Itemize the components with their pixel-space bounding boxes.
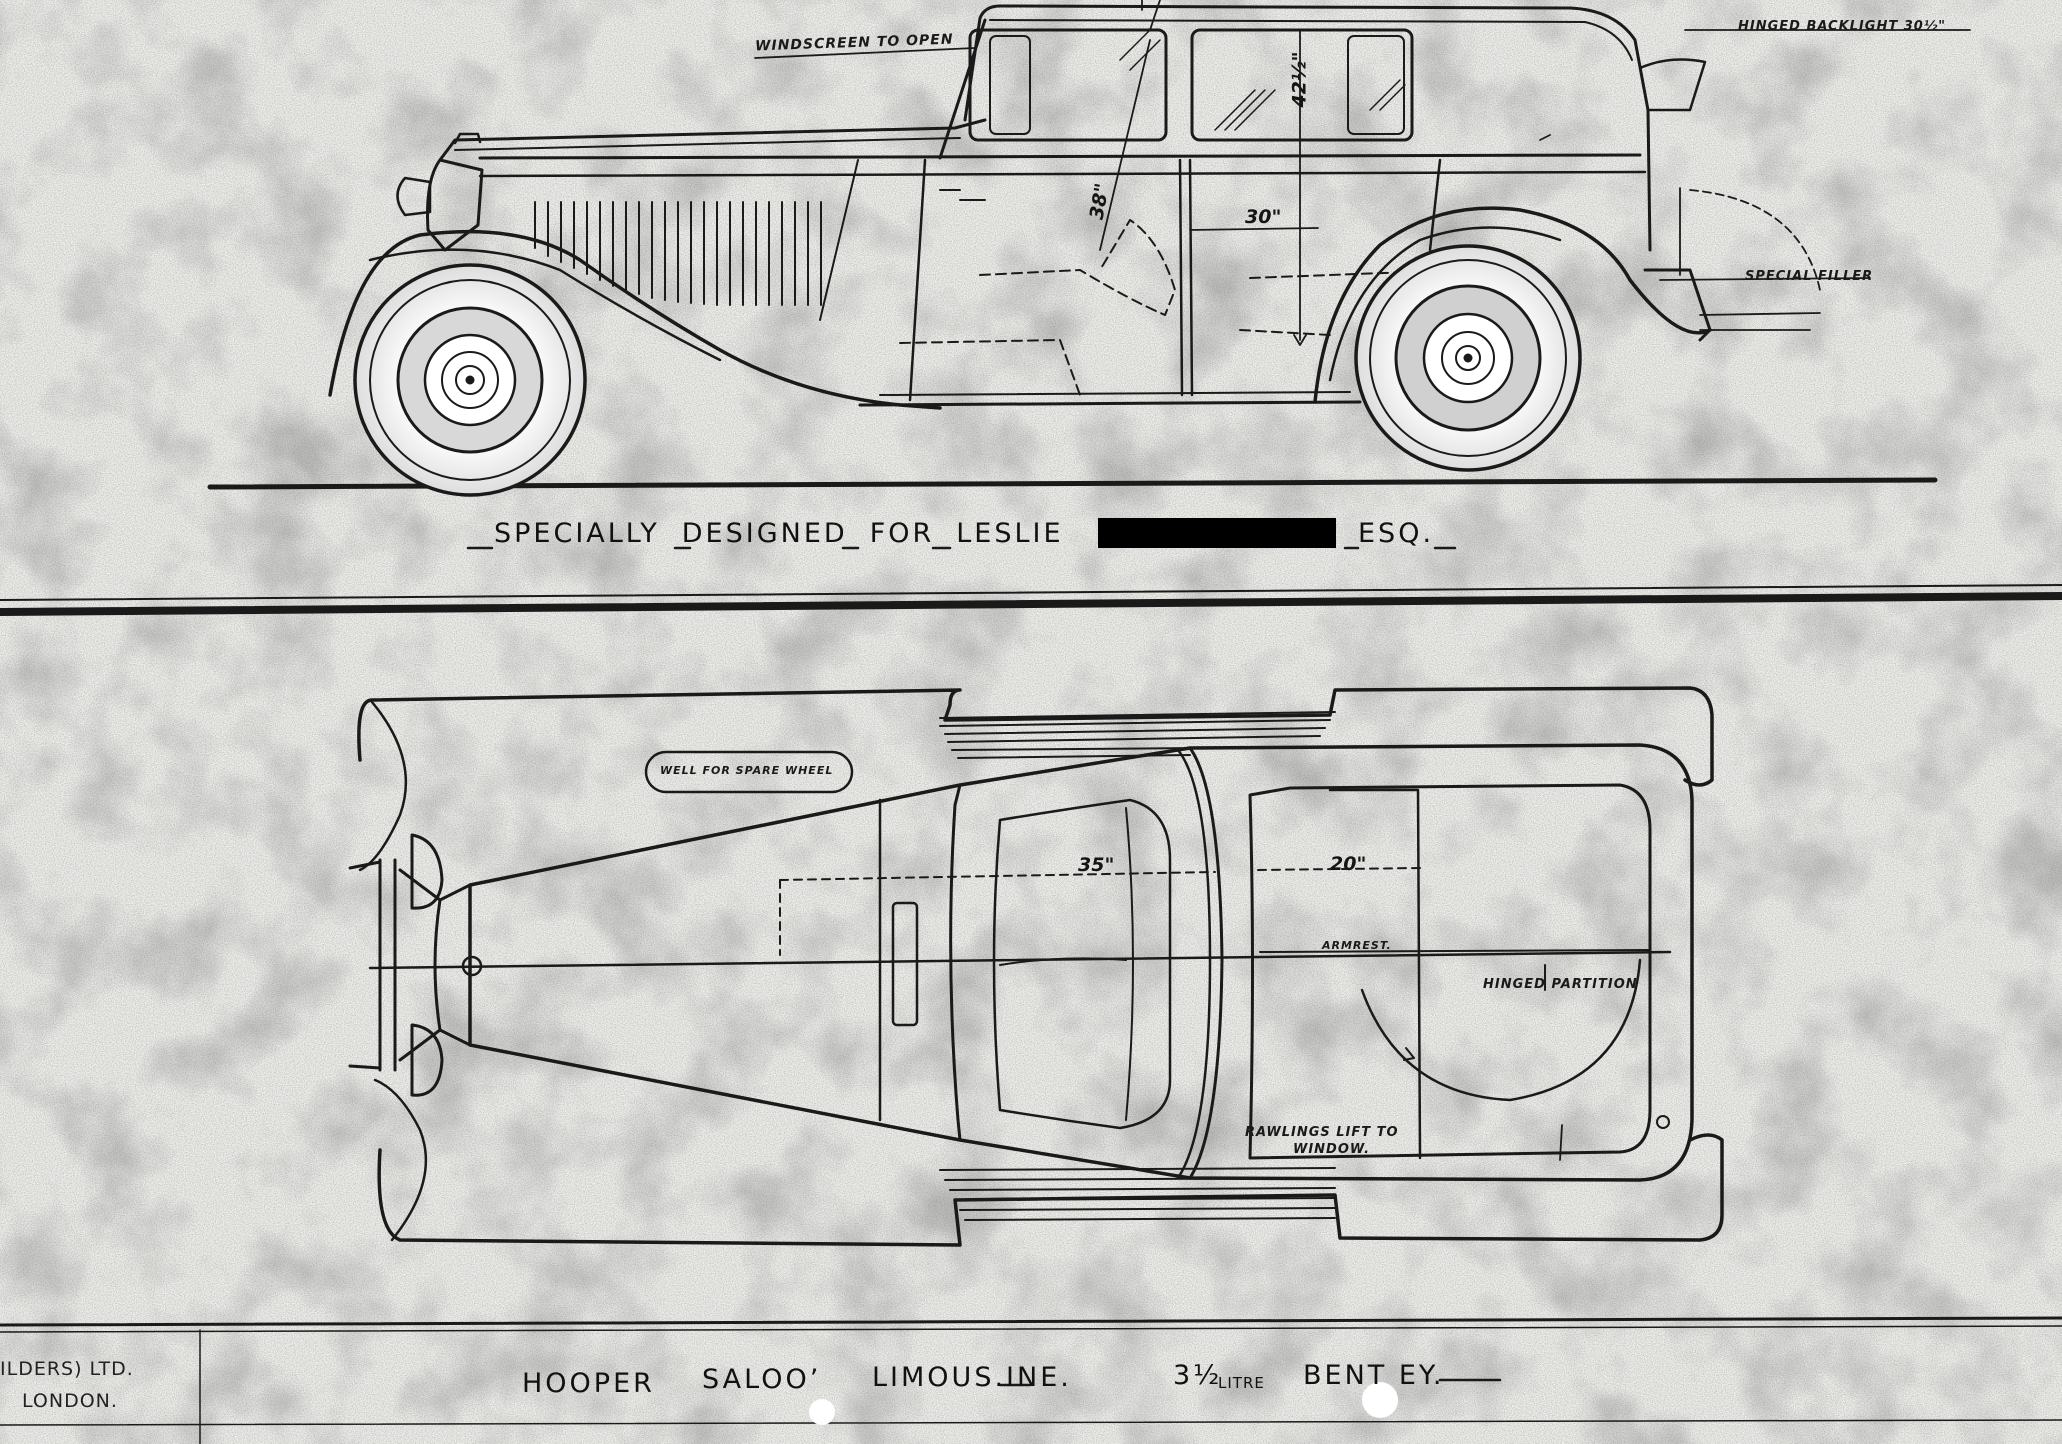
armrest-note: ARMREST.	[1322, 939, 1392, 952]
plan-front-wing-bottom	[377, 1133, 1724, 1247]
caption-designed: DESIGNED	[681, 518, 848, 549]
height-dimension: 42½"	[1288, 51, 1311, 108]
plan-scuttle-vent	[891, 901, 919, 1027]
rear-wheel	[1354, 244, 1582, 472]
title-saloon: SALOO’	[702, 1364, 822, 1395]
caption-specially: SPECIALLY	[494, 518, 660, 549]
plan-radiator	[433, 883, 472, 1047]
front-door	[908, 158, 1184, 402]
backlight-arc	[1689, 189, 1821, 291]
headlamp	[396, 176, 432, 217]
title-hooper: HOOPER	[522, 1368, 655, 1399]
rear-dim-line	[1189, 227, 1319, 231]
plan-running-board-bottom	[939, 1167, 1336, 1221]
radiator-shell	[426, 158, 484, 252]
engine-litre: LITRE	[1218, 1374, 1265, 1392]
front-wheel	[353, 263, 587, 497]
partition-arc	[1360, 958, 1642, 1102]
plan-headlamp-upper	[410, 833, 444, 910]
special-filler-note: SPECIAL FILLER	[1745, 269, 1874, 284]
front-compartment-dimension: 35"	[1078, 854, 1115, 876]
front-seat-outline	[979, 219, 1176, 316]
rear-bumper	[1643, 268, 1712, 342]
title-make: BENT EY.	[1303, 1360, 1445, 1391]
spare-wheel-well	[644, 750, 854, 794]
plan-running-board-top	[939, 711, 1336, 759]
side-elevation	[207, 0, 1971, 550]
roof-inner	[989, 19, 1633, 61]
rear-compartment-dimension: 20"	[1330, 853, 1367, 875]
front-window	[968, 28, 1168, 142]
spare-wheel-note: WELL FOR SPARE WHEEL	[660, 764, 834, 777]
plan-centre-line	[368, 950, 1672, 970]
front-dim-line	[779, 871, 1216, 881]
plan-b-pillar	[1188, 746, 1224, 1180]
plan-front-bumper	[378, 858, 397, 1072]
plan-windscreen	[949, 783, 962, 1142]
view-divider	[0, 592, 2062, 616]
title-block-rules	[0, 1316, 2062, 1444]
plan-rear-seat	[1328, 788, 1422, 1160]
running-board	[858, 400, 1362, 407]
caption-esq: ESQ.	[1358, 518, 1435, 549]
engine-size: 3½	[1173, 1360, 1223, 1391]
plan-radiator-cap	[461, 955, 483, 977]
plan-rear-compartment	[1248, 783, 1652, 1160]
dedication-caption: SPECIALLY DESIGNED FOR LESLIE	[494, 520, 1064, 547]
plan-bonnet	[468, 743, 1694, 1182]
windscreen-pillar	[938, 18, 987, 160]
rear-door	[1188, 158, 1442, 397]
plan-front-seat	[992, 798, 1172, 1130]
plan-armrest-line	[1259, 949, 1651, 953]
rawlings-note-line2: WINDOW.	[1293, 1142, 1371, 1157]
title-limousine: LIMOUS.INE.	[872, 1362, 1072, 1393]
rear-window	[1190, 28, 1414, 142]
seat-dim-line	[1099, 39, 1151, 251]
rear-dim-line-plan	[1257, 867, 1421, 871]
hinged-partition-note: HINGED PARTITION	[1483, 977, 1638, 992]
caption-name: LESLIE	[956, 518, 1064, 549]
front-wing	[328, 229, 942, 410]
rear-dimension: 30"	[1245, 206, 1282, 228]
plan-view	[348, 686, 1724, 1247]
bonnet-louvres	[534, 201, 822, 306]
plan-front-wing-top	[357, 686, 1714, 787]
redaction-bar	[1098, 518, 1336, 548]
roof-outline	[963, 4, 1652, 252]
caption-for: FOR	[869, 518, 935, 549]
belt-line	[478, 153, 1642, 160]
rawlings-note-line1: RAWLINGS LIFT TO	[1245, 1125, 1399, 1140]
backlight-note: HINGED BACKLIGHT 30½"	[1738, 19, 1947, 34]
maker-line1: ILDERS) LTD.	[0, 1358, 134, 1380]
radiator-cap	[453, 132, 482, 145]
boot-hump	[1638, 58, 1707, 112]
maker-line2: LONDON.	[22, 1390, 118, 1412]
plan-headlamp-lower	[410, 1023, 444, 1097]
rear-wing	[1313, 206, 1712, 404]
